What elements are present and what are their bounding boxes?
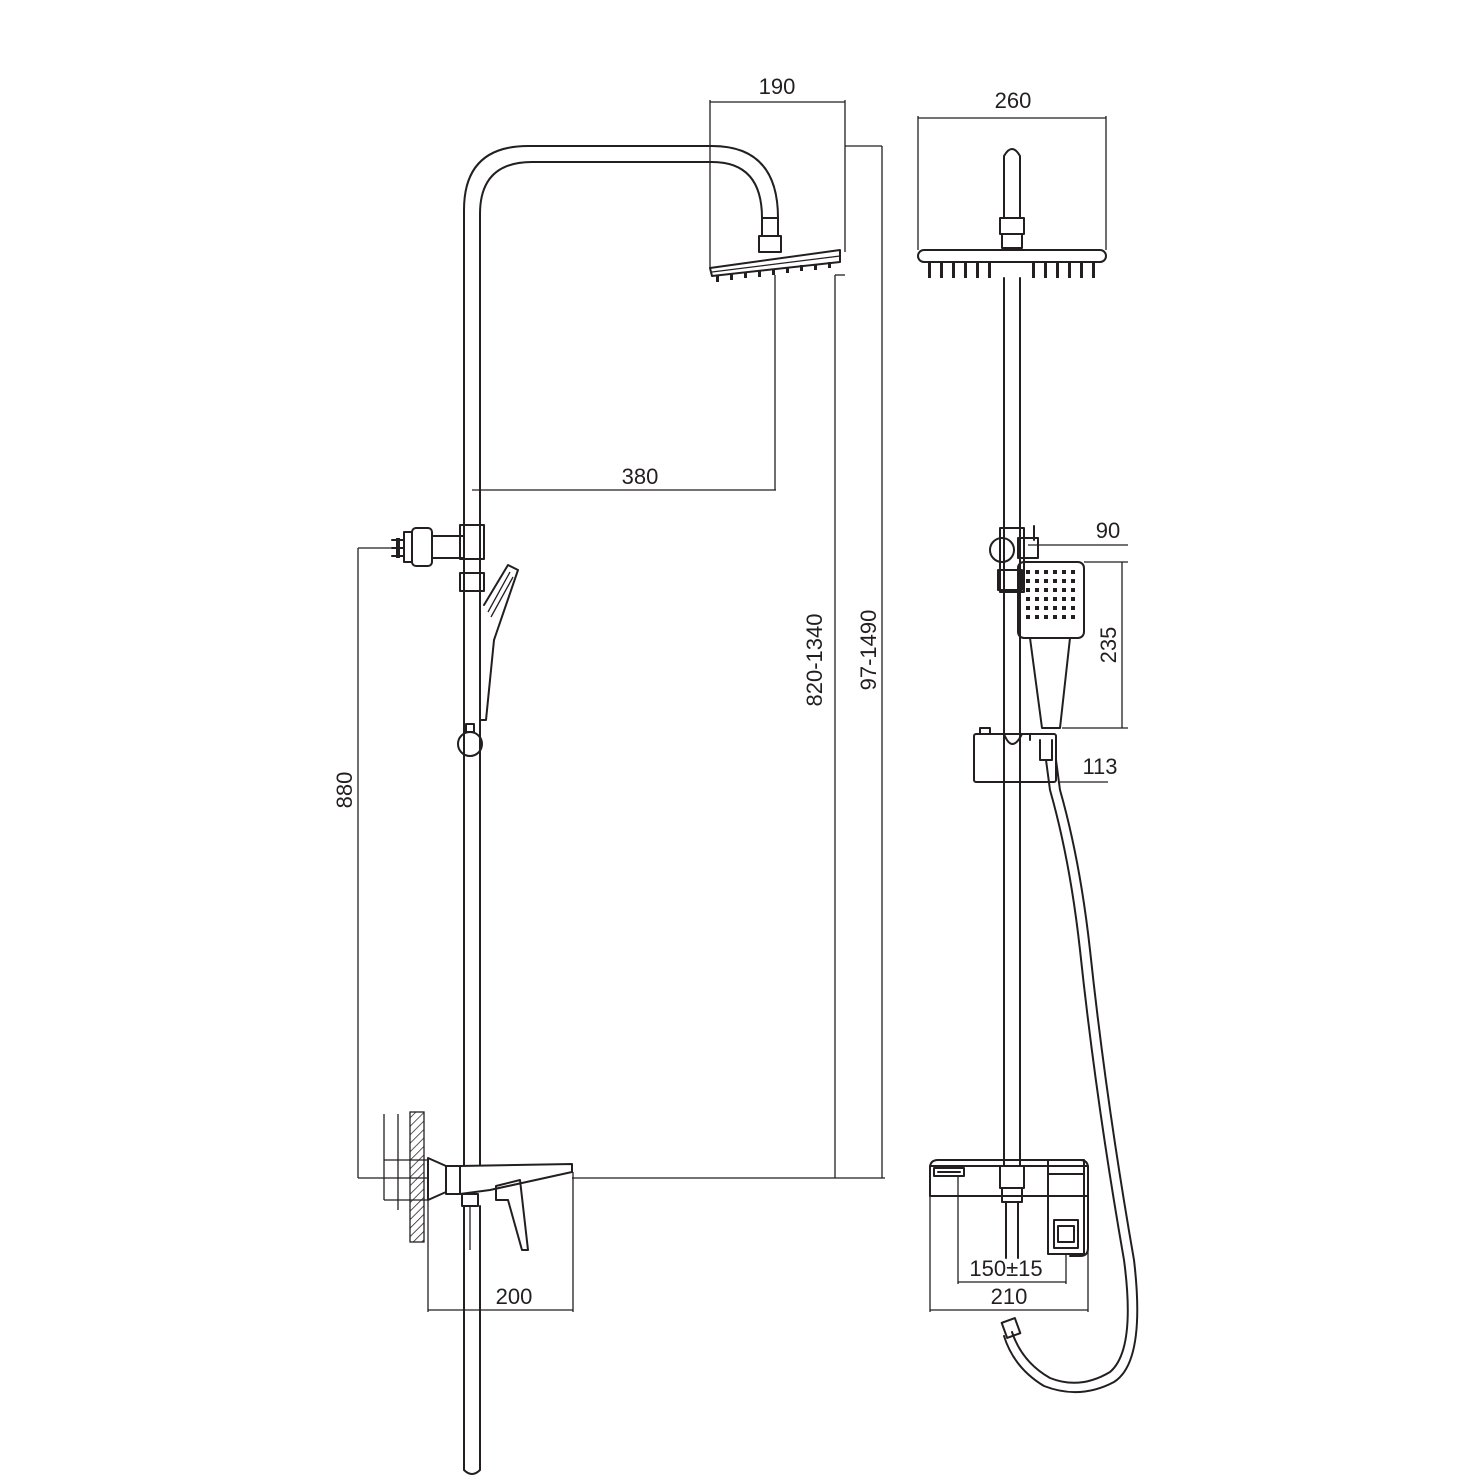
shower-hose	[1011, 759, 1129, 1384]
svg-text:200: 200	[496, 1284, 533, 1309]
hand-shower-front	[1017, 561, 1085, 729]
dimension-380: 380	[472, 464, 776, 491]
svg-text:235: 235	[1096, 627, 1121, 664]
svg-text:113: 113	[1082, 754, 1117, 779]
svg-text:880: 880	[332, 772, 357, 809]
svg-text:820-1340: 820-1340	[802, 614, 827, 707]
dimension-260: 260	[917, 88, 1107, 250]
overhead-shower-head-side	[709, 249, 841, 282]
dimension-190: 190	[709, 74, 846, 268]
dimension-90: 90	[1028, 518, 1128, 546]
mixer-front	[929, 1159, 1089, 1259]
front-view: 260 90 235 113 150±15 210	[917, 88, 1139, 1394]
svg-text:210: 210	[991, 1284, 1028, 1309]
hand-shower-side	[479, 564, 519, 721]
dimension-210: 210	[929, 1196, 1089, 1312]
svg-text:190: 190	[759, 74, 796, 99]
overhead-shower-head-front	[917, 249, 1107, 278]
riser-pipe	[463, 145, 779, 1166]
overhead-shower-connector	[758, 217, 782, 253]
svg-text:150±15: 150±15	[969, 1256, 1042, 1281]
side-view: 190 380 820-1340 97-1490 880	[332, 74, 885, 1475]
handset-holder-front	[989, 525, 1039, 593]
dimension-235: 235	[1062, 561, 1128, 729]
slider-knob-side	[457, 723, 483, 757]
dimension-150-15: 150±15	[957, 1176, 1067, 1284]
dimension-880: 880	[332, 547, 428, 1179]
dimension-200: 200	[427, 1172, 574, 1312]
svg-text:260: 260	[995, 88, 1032, 113]
dimension-97-1490: 97-1490	[845, 145, 883, 1178]
dimension-113: 113	[1060, 754, 1118, 783]
mixer-side	[409, 1111, 573, 1475]
svg-text:97-1490: 97-1490	[856, 610, 881, 691]
slider-front	[973, 727, 1057, 783]
svg-text:380: 380	[622, 464, 659, 489]
dimension-820-1340: 820-1340	[802, 274, 845, 1178]
wall-bracket-side	[391, 527, 465, 567]
svg-text:90: 90	[1096, 518, 1120, 543]
